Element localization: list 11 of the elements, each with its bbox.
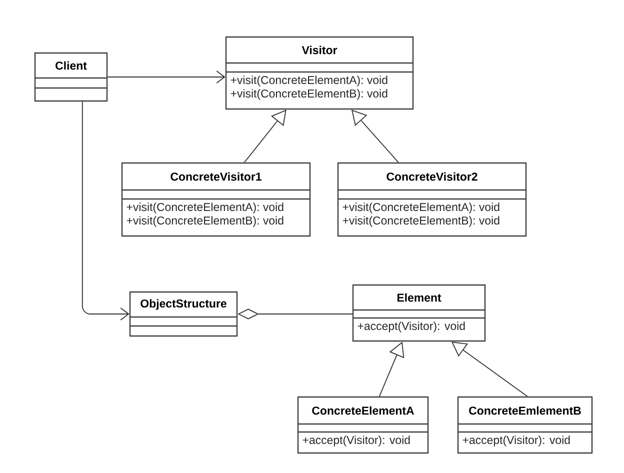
class-box: Element +accept(Visitor): void bbox=[352, 284, 486, 342]
class-box: Visitor +visit(ConcreteElementA): void +visit(ConcreteElementB): void bbox=[225, 36, 414, 110]
arrow bbox=[244, 110, 286, 163]
class-box: ConcreteElementA +accept(Visitor): void bbox=[297, 396, 429, 454]
arrow bbox=[82, 101, 130, 320]
class-box: ObjectStructure bbox=[129, 291, 238, 337]
arrow bbox=[107, 70, 226, 84]
class-box: ConcreteVisitor2 +visit(ConcreteElementA): void +visit(ConcreteElementB): void bbox=[337, 162, 527, 237]
class-box: Client bbox=[34, 52, 108, 102]
class-box: ConcreteVisitor1 +visit(ConcreteElementA): void +visit(ConcreteElementB): void bbox=[121, 162, 311, 237]
class-box: ConcreteEmlementB +accept(Visitor): void bbox=[457, 396, 593, 454]
